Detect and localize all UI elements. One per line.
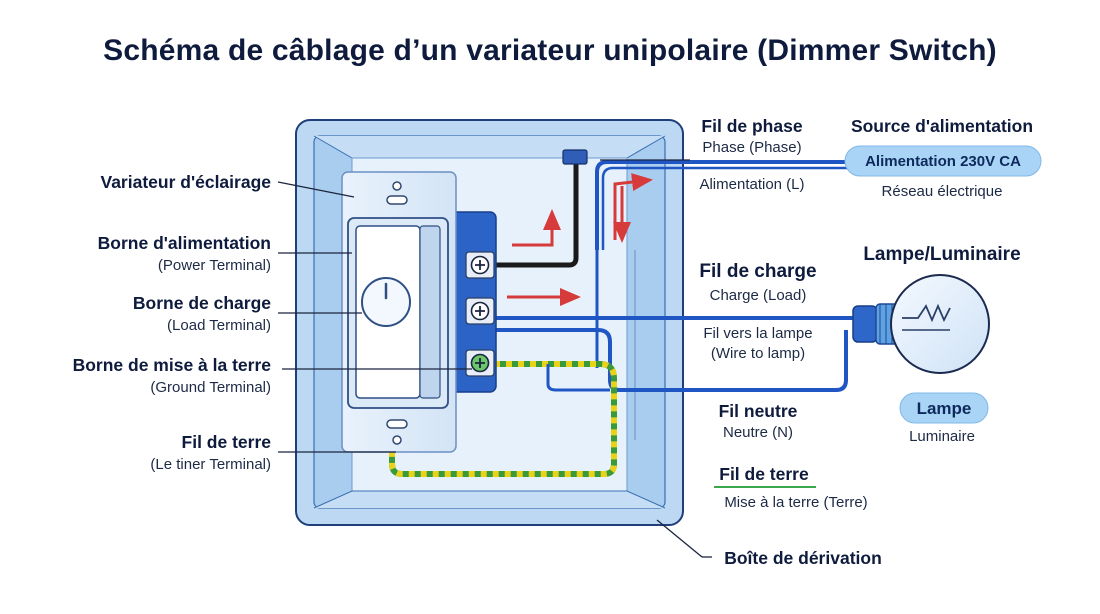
source-label: Source d'alimentation xyxy=(851,116,1033,136)
junction-box-label: Boîte de dérivation xyxy=(724,548,882,568)
lamp-pill-text: Lampe xyxy=(917,399,972,418)
ground-terminal-sublabel: (Ground Terminal) xyxy=(150,379,271,396)
load-terminal-plus-screw-icon xyxy=(470,301,490,321)
luminaire-label: Luminaire xyxy=(909,428,975,445)
load-wire-sublabel: Charge (Load) xyxy=(710,287,807,304)
source-pill: Alimentation 230V CA xyxy=(844,145,1042,177)
left-labels: Variateur d'éclairage Borne d'alimentati… xyxy=(73,172,272,473)
lamp xyxy=(846,274,990,374)
to-lamp-sublabel: (Wire to lamp) xyxy=(711,345,805,362)
neutral-wire-sublabel: Neutre (N) xyxy=(723,424,793,441)
power-terminal-sublabel: (Power Terminal) xyxy=(158,257,271,274)
supply-l-label: Alimentation (L) xyxy=(699,176,804,193)
leader-lines xyxy=(277,159,712,558)
screw-slot xyxy=(386,195,408,205)
bulb-socket xyxy=(852,305,878,343)
wires xyxy=(389,149,860,477)
light-bulb-icon xyxy=(890,274,990,374)
power-terminal-plus-screw-icon xyxy=(470,255,490,275)
earth-wire-label: Fil de terre xyxy=(719,464,809,484)
ground-terminal-plus-screw-icon xyxy=(470,353,490,373)
right-labels: Fil de phase Phase (Phase) Alimentation … xyxy=(699,116,1042,568)
screw-icon xyxy=(392,435,402,445)
screw-icon xyxy=(392,181,402,191)
earth-wire-sublabel: Mise à la terre (Terre) xyxy=(724,494,867,511)
terminals xyxy=(465,251,495,377)
load-wire-label: Fil de charge xyxy=(699,261,816,282)
flow-arrow-up xyxy=(512,209,561,247)
ground-terminal-label: Borne de mise à la terre xyxy=(73,355,272,375)
ground-wire-label: Fil de terre xyxy=(182,432,272,452)
grid-label: Réseau électrique xyxy=(882,183,1003,200)
power-terminal-label: Borne d'alimentation xyxy=(98,233,271,253)
phase-wire-sublabel: Phase (Phase) xyxy=(702,139,801,156)
page-title: Schéma de câblage d’un variateur unipola… xyxy=(103,34,997,67)
phase-wire-label: Fil de phase xyxy=(701,116,802,136)
load-terminal-sublabel: (Load Terminal) xyxy=(167,317,271,334)
dimmer-slider-track xyxy=(419,225,441,399)
flow-arrows xyxy=(507,173,653,306)
wire-connector xyxy=(562,149,588,165)
neutral-wire-label: Fil neutre xyxy=(719,401,798,421)
flow-arrow-supply xyxy=(613,173,653,240)
load-terminal-label: Borne de charge xyxy=(133,293,271,313)
lamp-pill: Lampe xyxy=(899,392,989,424)
lamp-title: Lampe/Luminaire xyxy=(863,244,1020,265)
screw-slot xyxy=(386,419,408,429)
dimmer-label: Variateur d'éclairage xyxy=(100,172,271,192)
ground-wire-sublabel: (Le tiner Terminal) xyxy=(150,456,271,473)
dimmer-knob xyxy=(361,277,411,327)
source-pill-text: Alimentation 230V CA xyxy=(865,153,1021,170)
bulb-filament xyxy=(902,303,951,323)
to-lamp-label: Fil vers la lampe xyxy=(703,325,812,342)
